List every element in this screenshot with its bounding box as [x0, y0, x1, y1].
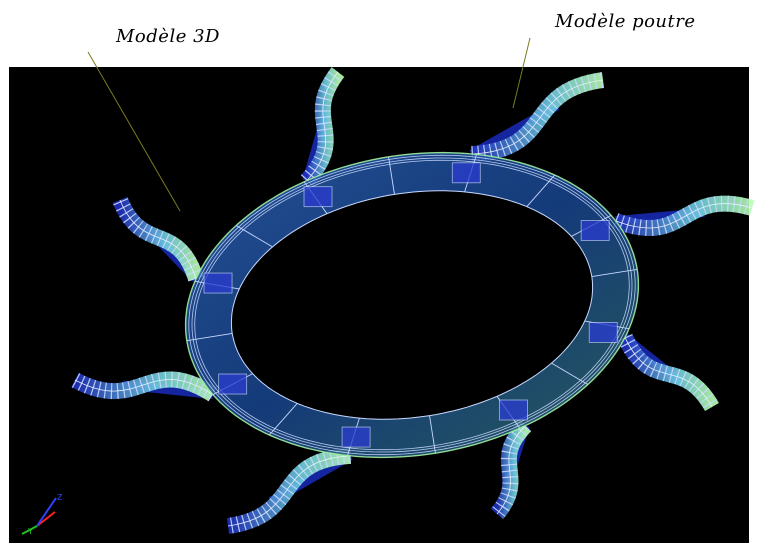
beam-model-label: Modèle poutre: [555, 11, 696, 32]
viewport-background: [9, 67, 749, 543]
z-axis-label: Z: [57, 493, 63, 502]
blade-root-block: [303, 186, 333, 208]
leader-line-beam: [512, 37, 531, 109]
fe-model: [71, 67, 755, 534]
ring-segment-line: [429, 415, 436, 454]
blade-edge: [496, 425, 526, 515]
blade-edge: [306, 71, 339, 181]
blade-root-block: [218, 373, 248, 395]
blade-edge: [615, 203, 753, 229]
x-axis-arrow: [36, 511, 56, 527]
ring-segment-line: [591, 268, 638, 277]
y-axis-arrow: [21, 525, 38, 535]
blade-root-block: [580, 220, 610, 241]
model-3d-label: Modèle 3D: [116, 26, 220, 47]
blade-root-block: [341, 426, 371, 448]
blade-root-block: [499, 399, 528, 421]
ring-segment-line: [388, 156, 395, 195]
y-axis-label: Y: [27, 527, 33, 536]
blade-edge: [119, 199, 197, 280]
blade-root-block: [451, 162, 481, 184]
ring-segment-line: [269, 403, 298, 436]
axis-triad: Y Z: [21, 493, 63, 536]
blade-edge: [227, 455, 351, 527]
ring-segment-line: [551, 362, 589, 385]
blade-edge: [624, 337, 713, 408]
ring-segment-line: [235, 225, 273, 248]
z-axis-arrow: [36, 497, 57, 527]
ring-segment-line: [526, 174, 555, 207]
ring-segment-line: [186, 333, 233, 342]
blade-edge: [74, 379, 214, 395]
blade-root-block: [203, 272, 233, 294]
ring-mesh-line: [184, 151, 640, 459]
blade-edge: [471, 79, 604, 155]
leader-line-3d: [87, 51, 181, 212]
blade-root-block: [588, 322, 618, 343]
